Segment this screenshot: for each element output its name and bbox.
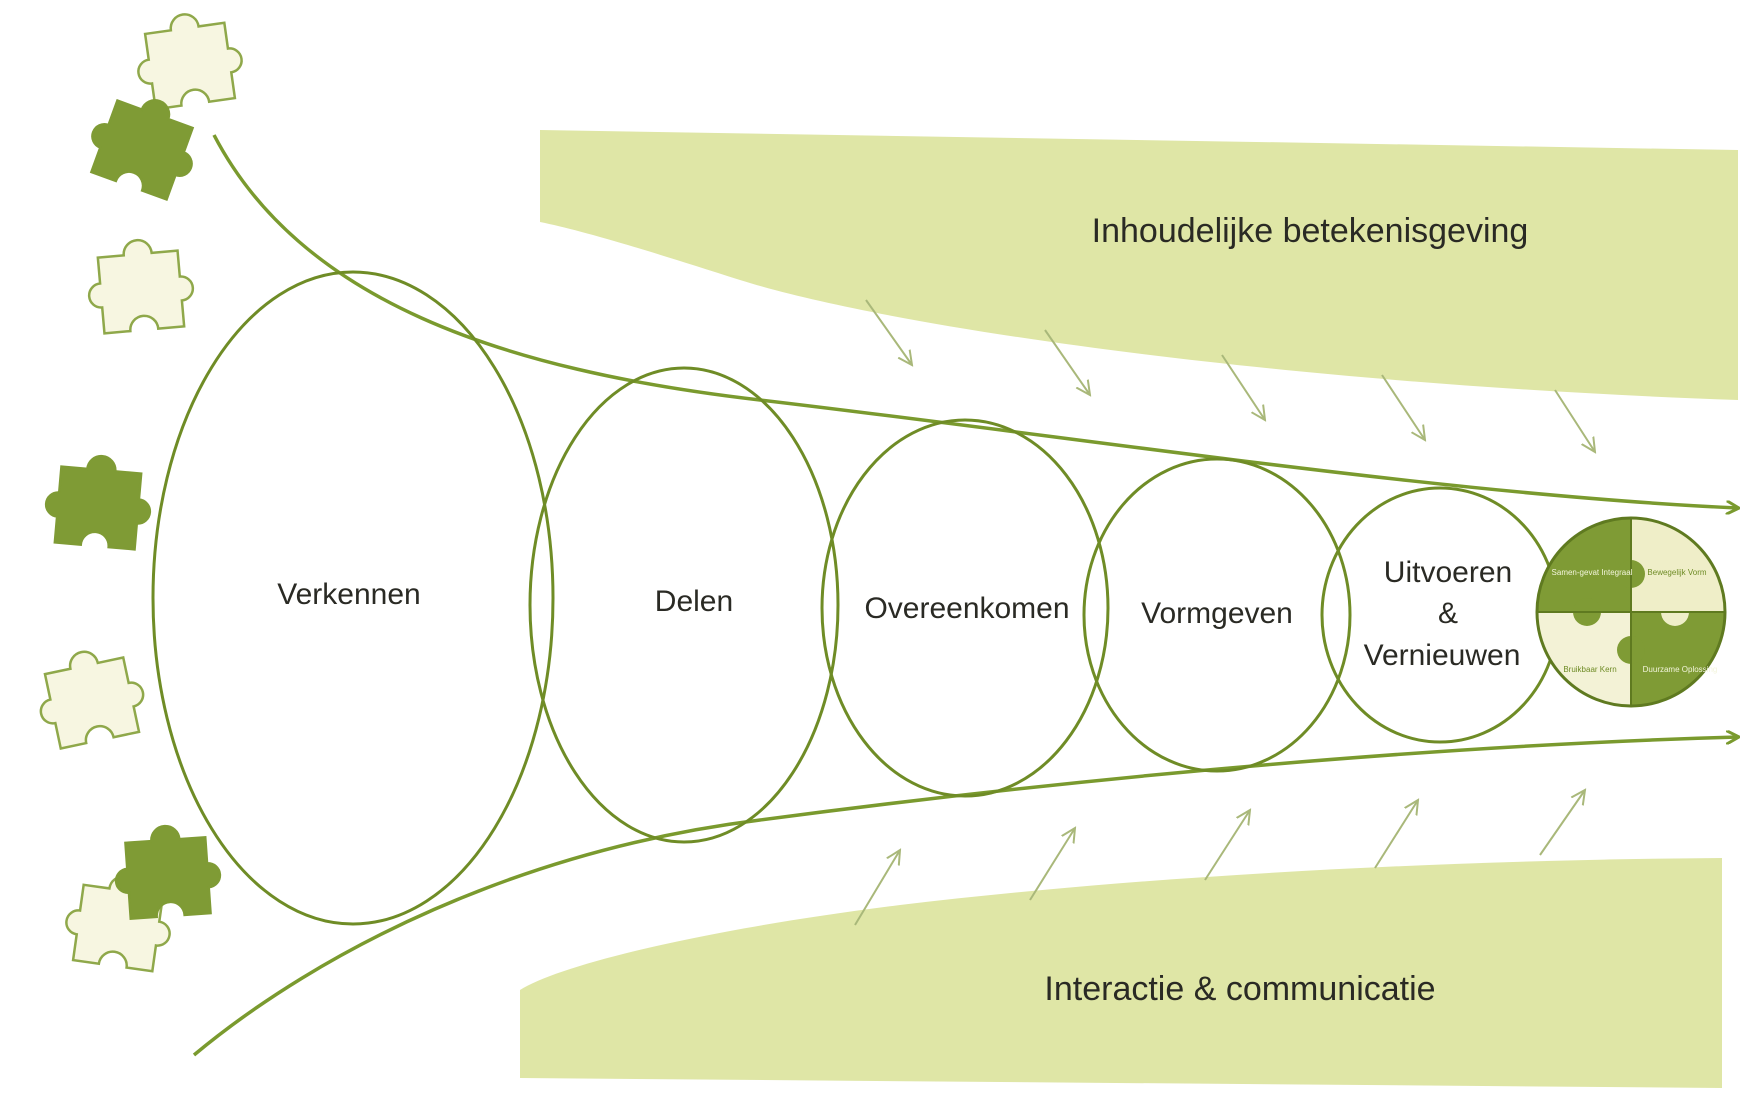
stage-vormgeven-label: Vormgeven [1141,597,1293,630]
bottom-arrow-2 [1029,828,1075,901]
stage-ellipses [151,270,1560,926]
bottom-band-label: Interactie & communicatie [1044,970,1435,1008]
bottom-influence-arrows [854,790,1585,926]
top-arrow-4 [1381,374,1425,440]
bottom-arrow-1 [854,850,900,926]
stage-overeenkomen-ellipse [820,418,1110,798]
funnel-top-curve [212,134,1738,508]
result-puzzle-circle: Samen-gevat Integraal Bewegelijk Vorm Br… [1535,516,1727,708]
puzzle-piece-icon [87,238,195,335]
top-influence-arrows [865,299,1595,452]
puzzle-piece-icon [114,824,222,921]
result-piece-label-3: Bruikbaar Kern [1563,665,1616,674]
stage-uitvoeren-label: Uitvoeren [1384,556,1512,589]
bottom-arrow-4 [1374,800,1418,869]
stage-ampersand-label: & [1438,597,1458,630]
top-band [540,130,1738,400]
result-piece-label-2: Bewegelijk Vorm [1647,568,1706,577]
scattered-puzzle-pieces [39,13,243,973]
stage-verkennen-label: Verkennen [277,578,420,611]
top-arrow-1 [865,299,912,365]
puzzle-piece-icon [44,454,152,551]
stage-delen-ellipse [528,366,840,844]
top-arrow-2 [1044,329,1090,395]
top-arrow-3 [1221,354,1265,420]
result-piece-label-4: Duurzame Oplossing [1643,665,1718,674]
puzzle-piece-icon [137,13,243,111]
stage-vernieuwen-label: Vernieuwen [1364,639,1521,672]
puzzle-piece-icon [89,99,195,201]
bottom-band [520,858,1722,1088]
stage-verkennen-ellipse [151,270,555,926]
funnel-bottom-curve [192,737,1738,1057]
result-piece-label-1: Samen-gevat Integraal [1552,568,1633,577]
bottom-arrow-3 [1204,810,1250,881]
puzzle-piece-icon [39,650,145,750]
top-band-label: Inhoudelijke betekenisgeving [1092,212,1529,250]
stage-vormgeven-ellipse [1082,457,1352,773]
stage-overeenkomen-label: Overeenkomen [864,592,1069,625]
bottom-arrow-5 [1539,790,1585,856]
stage-delen-label: Delen [655,585,733,618]
top-arrow-5 [1554,389,1595,452]
